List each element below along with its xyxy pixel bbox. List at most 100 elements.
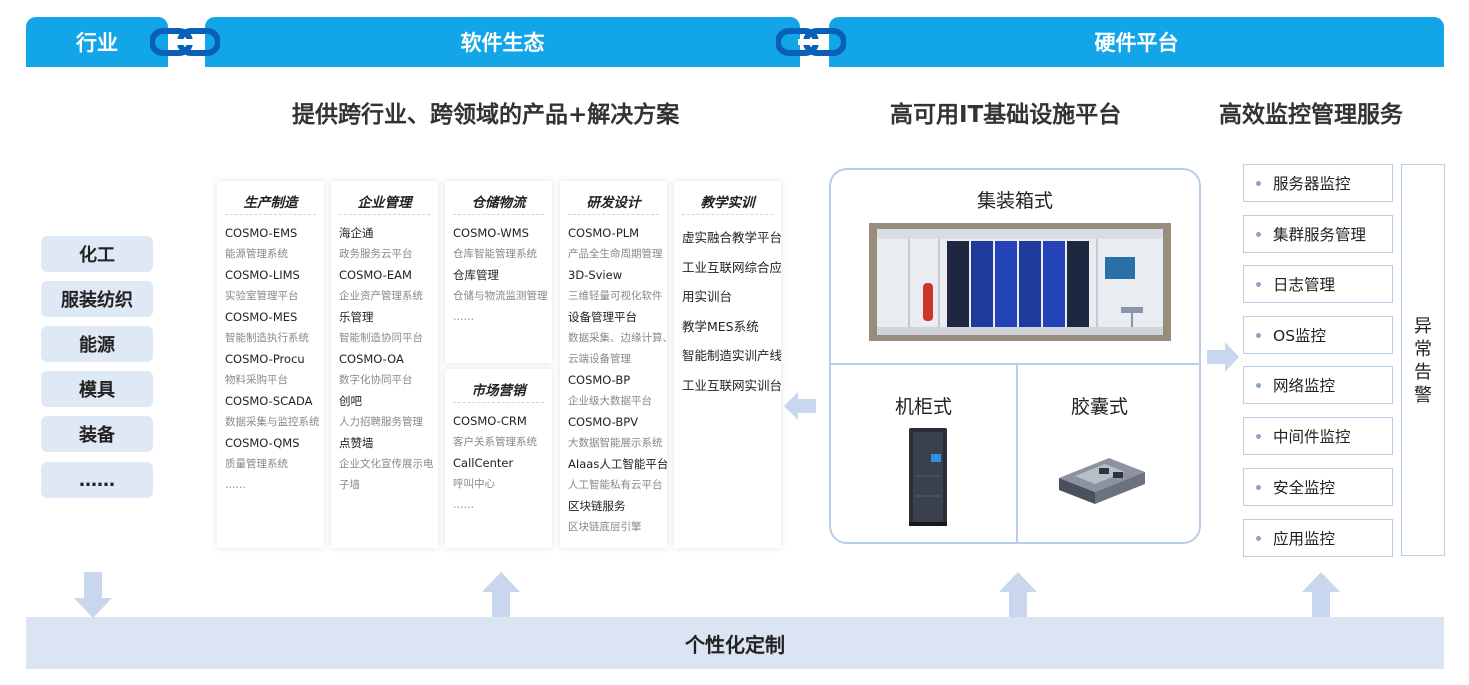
software-item: 乐管理 (339, 310, 374, 324)
industry-item: 能源 (41, 326, 153, 362)
hardware-subtitle: 高可用IT基础设施平台 (890, 102, 1122, 128)
bullet-dot-icon (1256, 231, 1261, 237)
software-item: COSMO-PLM (568, 226, 640, 240)
customization-bar: 个性化定制 (26, 617, 1444, 669)
software-item: CallCenter (453, 456, 514, 470)
software-item: 企业资产管理系统 (339, 290, 423, 302)
arrow-up-icon (1302, 572, 1340, 618)
software-column-marketing: 市场营销 COSMO-CRM 客户关系管理系统 CallCenter 呼叫中心 …… (445, 369, 552, 548)
software-item: 仓库管理 (453, 268, 499, 282)
monitor-item: 中间件监控 (1243, 417, 1393, 455)
monitor-item: 集群服务管理 (1243, 215, 1393, 253)
software-item: 区块链服务 (568, 499, 626, 513)
software-item: 用实训台 (682, 289, 733, 305)
software-item: COSMO-LIMS (225, 268, 300, 282)
software-item: 数据采集与监控系统 (225, 416, 320, 428)
arrow-up-icon (482, 572, 520, 618)
software-item: 云端设备管理 (568, 353, 631, 365)
software-item: 智能制造执行系统 (225, 332, 309, 344)
hardware-platform-box: 集装箱式 机柜式 胶囊式 (829, 168, 1201, 544)
monitor-item-label: 服务器监控 (1273, 175, 1351, 193)
alarm-label: 异常告警 (1414, 316, 1432, 406)
software-item: 仓储与物流监测管理 (453, 290, 548, 302)
software-column-management: 企业管理 海企通政务服务云平台 COSMO-EAM 企业资产管理系统乐管理智能制造协… (331, 181, 438, 548)
software-item: 3D-Sview (568, 268, 623, 282)
arrow-right-icon (1207, 342, 1239, 372)
software-item: 子墙 (339, 479, 360, 491)
software-item: 点赞墙 (339, 436, 374, 450)
monitor-item: 日志管理 (1243, 265, 1393, 303)
arrow-down-icon (74, 572, 112, 618)
software-item: COSMO-CRM (453, 414, 527, 428)
industry-item: 装备 (41, 416, 153, 452)
software-item: COSMO-EAM (339, 268, 412, 282)
software-item: …… (453, 499, 474, 511)
header-industry: 行业 (26, 17, 168, 67)
column-title: 仓储物流 (453, 181, 544, 215)
bullet-dot-icon (1256, 535, 1261, 541)
software-item: COSMO-QMS (225, 436, 300, 450)
software-item: …… (453, 311, 474, 323)
monitor-item-label: 集群服务管理 (1273, 226, 1367, 244)
software-item: 仓库智能管理系统 (453, 248, 537, 260)
monitor-item-label: OS监控 (1273, 327, 1327, 345)
software-item: 企业级大数据平台 (568, 395, 652, 407)
alarm-box: 异常告警 (1401, 164, 1445, 556)
software-item: 设备管理平台 (568, 310, 637, 324)
software-item: COSMO-WMS (453, 226, 529, 240)
software-item: 创吧 (339, 394, 362, 408)
software-item: 实验室管理平台 (225, 290, 299, 302)
header-hardware: 硬件平台 (829, 17, 1444, 67)
monitor-item: 应用监控 (1243, 519, 1393, 557)
software-item: COSMO-EMS (225, 226, 298, 240)
monitor-item-label: 日志管理 (1273, 276, 1336, 294)
chain-link-icon (150, 28, 220, 56)
industry-item: 化工 (41, 236, 153, 272)
software-item: 企业文化宣传展示电 (339, 458, 434, 470)
software-item: 海企通 (339, 226, 374, 240)
bullet-dot-icon (1256, 332, 1261, 338)
software-item: COSMO-BP (568, 373, 631, 387)
bullet-dot-icon (1256, 382, 1261, 388)
monitor-item-label: 安全监控 (1273, 479, 1336, 497)
software-item: COSMO-MES (225, 310, 298, 324)
software-item: 人工智能私有云平台 (568, 479, 663, 491)
software-item: 大数据智能展示系统 (568, 437, 663, 449)
bullet-dot-icon (1256, 433, 1261, 439)
monitor-subtitle: 高效监控管理服务 (1219, 102, 1403, 128)
software-item: 智能制造协同平台 (339, 332, 423, 344)
software-item: 数字化协同平台 (339, 374, 413, 386)
capsule-label: 胶囊式 (1071, 396, 1129, 418)
monitor-item: 网络监控 (1243, 366, 1393, 404)
software-item: 教学MES系统 (682, 318, 759, 334)
software-item: 三维轻量可视化软件 (568, 290, 663, 302)
cabinet-server-image (909, 428, 947, 526)
software-item: AIaas人工智能平台 (568, 457, 667, 471)
arrow-left-icon (784, 392, 816, 420)
column-title: 企业管理 (339, 181, 430, 215)
chain-link-icon (776, 28, 846, 56)
software-item: 能源管理系统 (225, 248, 288, 260)
capsule-server-image (1059, 458, 1145, 504)
header-software: 软件生态 (205, 17, 800, 67)
software-item: …… (225, 479, 246, 491)
software-item: 虚实融合教学平台 (682, 230, 781, 245)
software-item: 区块链底层引擎 (568, 521, 642, 533)
software-item: 人力招聘服务管理 (339, 416, 423, 428)
bullet-dot-icon (1256, 281, 1261, 287)
software-item: 数据采集、边缘计算、 (568, 332, 667, 344)
software-column-teaching: 教学实训 虚实融合教学平台工业互联网综合应用实训台教学MES系统智能制造实训产线… (674, 181, 781, 548)
software-column-warehouse: 仓储物流 COSMO-WMS 仓库智能管理系统仓库管理仓储与物流监测管理 …… (445, 181, 552, 363)
arrow-up-icon (999, 572, 1037, 618)
software-subtitle: 提供跨行业、跨领域的产品+解决方案 (292, 102, 680, 128)
column-title: 生产制造 (225, 181, 316, 215)
column-title: 市场营销 (453, 369, 544, 403)
column-title: 研发设计 (568, 181, 659, 215)
container-datacenter-image (869, 223, 1171, 341)
cabinet-label: 机柜式 (895, 396, 953, 418)
software-item: 客户关系管理系统 (453, 436, 537, 448)
software-item: 质量管理系统 (225, 458, 288, 470)
software-item: 呼叫中心 (453, 478, 495, 490)
monitor-item: OS监控 (1243, 316, 1393, 354)
software-item: 政务服务云平台 (339, 248, 413, 260)
